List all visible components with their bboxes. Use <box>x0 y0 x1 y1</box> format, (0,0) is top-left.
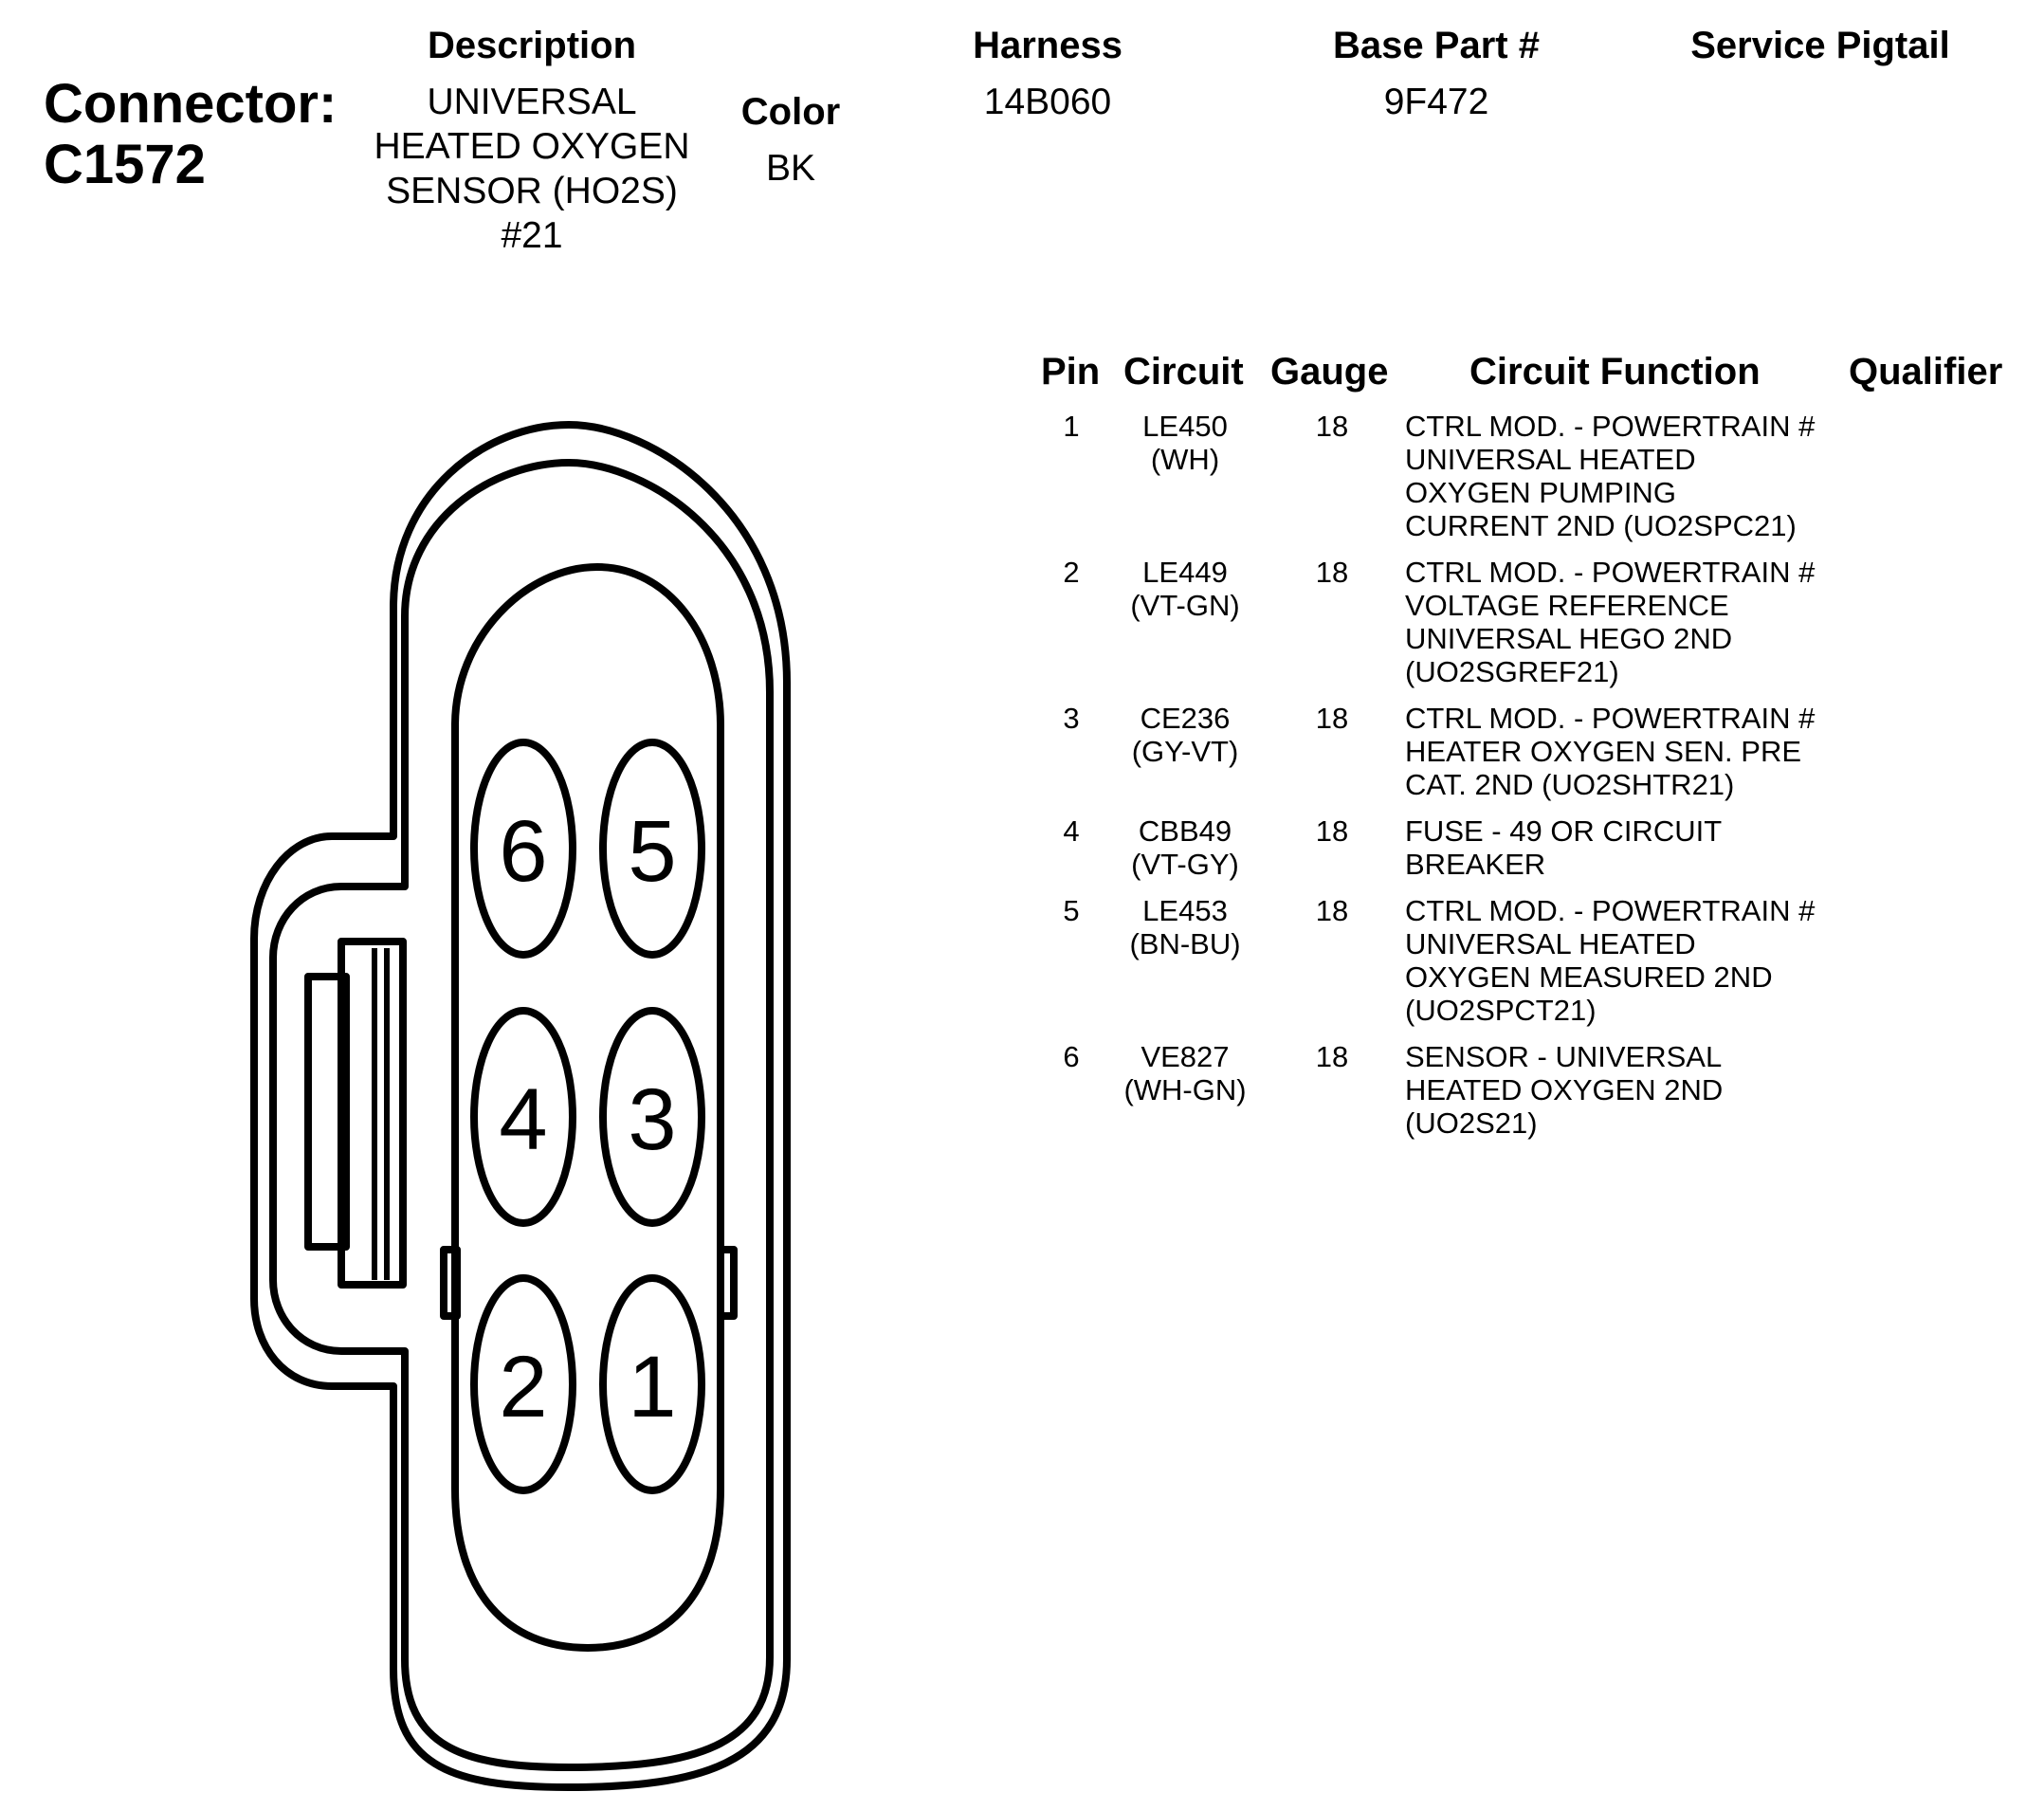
base-part-label: Base Part # <box>1333 25 1540 66</box>
column-header-qualifier: Qualifier <box>1849 351 2003 393</box>
wire-color: (VT-GY) <box>1131 848 1239 881</box>
pin-cavity-6 <box>470 739 576 959</box>
circuit-cell: VE827 (WH-GN) <box>1109 1040 1261 1106</box>
circuit-function: FUSE - 49 OR CIRCUIT BREAKER <box>1405 814 1722 881</box>
connector-shell-inner <box>269 459 774 1771</box>
pin-number: 5 <box>1063 894 1080 927</box>
function-line: CTRL MOD. - POWERTRAIN # <box>1405 894 1816 927</box>
pin-cavity-4 <box>470 1007 576 1227</box>
column-header-circuit-function: Circuit Function <box>1469 351 1761 393</box>
function-line: OXYGEN PUMPING <box>1405 476 1676 509</box>
circuit-cell: LE449 (VT-GN) <box>1109 556 1261 622</box>
gauge-cell: 18 <box>1315 702 1349 735</box>
circuit-id: VE827 <box>1141 1040 1230 1073</box>
function-line: HEATED OXYGEN 2ND <box>1405 1073 1724 1106</box>
function-line: (UO2S21) <box>1405 1106 1538 1140</box>
harness-value: 14B060 <box>983 82 1112 122</box>
wire-color: (BN-BU) <box>1129 927 1241 960</box>
description-line: #21 <box>501 215 563 256</box>
pin-number: 1 <box>1063 410 1080 443</box>
gauge-cell: 18 <box>1315 814 1349 848</box>
connector-title: Connector: C1572 <box>44 74 337 195</box>
color-label: Color <box>740 91 841 133</box>
pin-label-4: 4 <box>499 1071 547 1168</box>
latch-body <box>304 973 350 1251</box>
circuit-function: SENSOR - UNIVERSAL HEATED OXYGEN 2ND (UO… <box>1405 1040 1723 1140</box>
function-line: FUSE - 49 OR CIRCUIT <box>1405 814 1723 848</box>
pin-cavity-3 <box>599 1007 705 1227</box>
function-line: CAT. 2ND (UO2SHTR21) <box>1405 768 1735 801</box>
description-line: SENSOR (HO2S) <box>386 171 678 211</box>
gauge-cell: 18 <box>1315 556 1349 589</box>
column-header-pin: Pin <box>1041 351 1101 393</box>
function-line: CTRL MOD. - POWERTRAIN # <box>1405 410 1816 443</box>
circuit-id: CBB49 <box>1138 814 1232 848</box>
function-line: HEATER OXYGEN SEN. PRE <box>1405 735 1802 768</box>
latch-body-frame <box>338 938 407 1289</box>
circuit-cell: LE450 (WH) <box>1109 410 1261 476</box>
circuit-cell: LE453 (BN-BU) <box>1109 894 1261 960</box>
pin-label-6: 6 <box>499 803 547 900</box>
function-line: CTRL MOD. - POWERTRAIN # <box>1405 556 1816 589</box>
column-header-circuit: Circuit <box>1123 351 1244 393</box>
connector-face <box>451 563 724 1652</box>
pin-number: 3 <box>1063 702 1080 735</box>
pin-cavity-1 <box>599 1274 705 1494</box>
wire-color: (GY-VT) <box>1131 735 1239 768</box>
circuit-id: LE449 <box>1142 556 1228 589</box>
side-key-left <box>440 1246 461 1320</box>
function-line: BREAKER <box>1405 848 1546 881</box>
function-line: CTRL MOD. - POWERTRAIN # <box>1405 702 1816 735</box>
circuit-id: LE453 <box>1142 894 1228 927</box>
pin-cavity-2 <box>470 1274 576 1494</box>
pin-cavity-5 <box>599 739 705 959</box>
service-pigtail-label: Service Pigtail <box>1690 25 1950 66</box>
pin-number: 4 <box>1063 814 1080 848</box>
connector-id: C1572 <box>44 134 206 195</box>
pin-label-1: 1 <box>628 1339 676 1435</box>
function-line: UNIVERSAL HEATED <box>1405 443 1696 476</box>
pin-number: 2 <box>1063 556 1080 589</box>
circuit-function: CTRL MOD. - POWERTRAIN # UNIVERSAL HEATE… <box>1405 894 1815 1027</box>
wire-color: (WH) <box>1150 443 1220 476</box>
connector-label: Connector: <box>44 73 338 135</box>
pin-label-3: 3 <box>628 1071 676 1168</box>
color-value: BK <box>765 148 816 189</box>
circuit-id: LE450 <box>1142 410 1228 443</box>
harness-label: Harness <box>973 25 1122 66</box>
function-line: UNIVERSAL HEGO 2ND <box>1405 622 1733 655</box>
pin-label-2: 2 <box>499 1339 547 1435</box>
side-key-right <box>717 1246 738 1320</box>
circuit-function: CTRL MOD. - POWERTRAIN # UNIVERSAL HEATE… <box>1405 410 1815 542</box>
connector-shell-outer <box>250 421 791 1791</box>
function-line: OXYGEN MEASURED 2ND <box>1405 960 1773 994</box>
function-line: (UO2SPCT21) <box>1405 994 1597 1027</box>
circuit-cell: CBB49 (VT-GY) <box>1109 814 1261 881</box>
function-line: (UO2SGREF21) <box>1405 655 1619 688</box>
function-line: VOLTAGE REFERENCE <box>1405 589 1729 622</box>
circuit-function: CTRL MOD. - POWERTRAIN # VOLTAGE REFEREN… <box>1405 556 1815 688</box>
description-label: Description <box>427 25 637 66</box>
function-line: CURRENT 2ND (UO2SPC21) <box>1405 509 1797 542</box>
wire-color: (VT-GN) <box>1130 589 1240 622</box>
pin-label-5: 5 <box>628 803 676 900</box>
column-header-gauge: Gauge <box>1270 351 1389 393</box>
circuit-cell: CE236 (GY-VT) <box>1109 702 1261 768</box>
pin-number: 6 <box>1063 1040 1080 1073</box>
description-line: UNIVERSAL <box>427 82 637 122</box>
wire-color: (WH-GN) <box>1123 1073 1247 1106</box>
gauge-cell: 18 <box>1315 1040 1349 1073</box>
description-value: UNIVERSAL HEATED OXYGEN SENSOR (HO2S) #2… <box>355 80 709 258</box>
gauge-cell: 18 <box>1315 410 1349 443</box>
circuit-id: CE236 <box>1140 702 1231 735</box>
gauge-cell: 18 <box>1315 894 1349 927</box>
function-line: SENSOR - UNIVERSAL <box>1405 1040 1723 1073</box>
description-line: HEATED OXYGEN <box>374 126 690 167</box>
function-line: UNIVERSAL HEATED <box>1405 927 1696 960</box>
circuit-function: CTRL MOD. - POWERTRAIN # HEATER OXYGEN S… <box>1405 702 1815 801</box>
base-part-value: 9F472 <box>1383 82 1489 122</box>
